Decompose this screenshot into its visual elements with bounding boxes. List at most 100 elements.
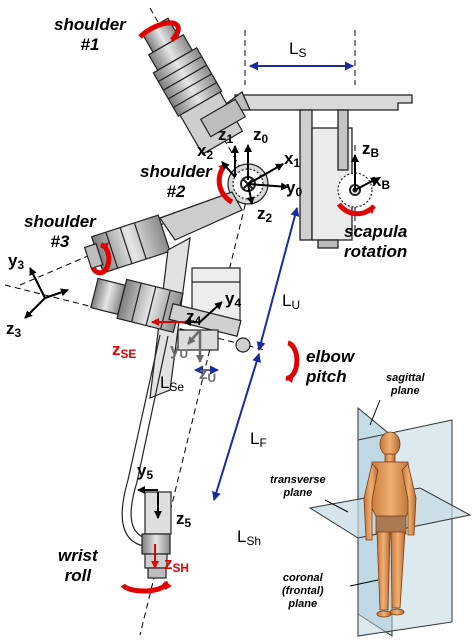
axis-zU-letter: z [199,364,208,383]
axis-x2-label: x2 [197,142,213,162]
axis-xB-sub: B [381,177,391,192]
transverse-label-line1: transverse [270,474,326,486]
axis-z2-letter: z [257,204,266,223]
axis-x1-letter: x [284,149,294,168]
axis-zB-sub: B [370,145,380,160]
sagittal-leader [369,399,381,426]
axis-y4-sub: 4 [234,295,242,310]
axis-yU-label: yU [170,341,188,361]
shoulder3-label: shoulder #3 [24,212,96,251]
shoulder2-label-line1: shoulder [140,162,212,181]
axis-x1-label: x1 [284,150,300,170]
dim-LU-letter: L [282,291,292,310]
axis-z2-label: z2 [257,205,272,225]
elbow-pitch-label: elbow pitch [306,347,354,386]
axis-z1-label: z1 [218,126,233,146]
dim-LSe-sub: Se [169,379,185,394]
dim-LF-letter: L [250,429,260,448]
shoulder2-label: shoulder #2 [140,162,212,201]
axis-y0-sub: 0 [295,184,303,199]
wrist-label-line2: roll [64,565,92,585]
shoulder1-rotation-icon [138,20,181,42]
coronal-plane-label: coronal (frontal) plane [282,572,324,612]
axis-z0-label: z0 [253,126,268,146]
axis-y4-letter: y [225,289,235,308]
axis-y3-label: y3 [8,252,24,272]
axis-zU-label: zU [199,365,216,385]
elbow-label-line1: elbow [306,347,355,366]
axis-zSE-label: zSE [112,341,136,361]
human-figure [363,431,417,618]
dim-LS-sub: S [298,45,307,60]
wrist-roll-label: wrist roll [58,546,98,585]
axis-z5-sub: 5 [184,515,192,530]
axis-zU-sub: U [207,370,217,385]
axis-zSE-letter: z [112,340,121,359]
axis-z0-sub: 0 [261,131,269,146]
dim-LF-label: LF [250,430,267,450]
lf-dimension [212,353,261,501]
axis-zSH-letter: z [164,554,173,573]
shoulder1-label-line2: #1 [80,34,100,54]
dim-LSh-letter: L [237,527,247,546]
axis-z3-sub: 3 [14,325,22,340]
shoulder2-label-line2: #2 [166,181,186,201]
dim-LSh-label: LSh [237,528,261,548]
dim-LU-sub: U [291,297,301,312]
dim-LSe-label: LSe [160,374,184,394]
shoulder3-label-line1: shoulder [24,212,96,231]
axis-yU-letter: y [170,340,180,359]
axis-z3-letter: z [6,319,15,338]
frame-axes [24,144,379,519]
sagittal-label-line1: sagittal [386,372,425,384]
axis-y0-label: y0 [286,179,302,199]
axis-x2-letter: x [197,141,207,160]
coronal-leader [349,579,379,587]
coronal-label-line2: (frontal) [282,585,324,598]
axis-y5-sub: 5 [146,467,154,482]
axis-zSH-sub: SH [172,560,190,575]
elbow-label-line2: pitch [306,366,347,386]
shoulder1-label-line1: shoulder [54,15,126,34]
axis-y3-sub: 3 [17,257,25,272]
axis-z5-letter: z [176,509,185,528]
dim-LU-label: LU [282,292,300,312]
shoulder3-rotation-icon [90,242,112,276]
scapula-rotation-icon [336,202,376,217]
axis-z5-label: z5 [176,510,191,530]
axis-x2-sub: 2 [206,147,214,162]
axis-z2-sub: 2 [265,210,273,225]
axis-z1-sub: 1 [226,131,234,146]
shoulder1-label: shoulder #1 [54,15,126,54]
lu-dimension [256,207,300,351]
elbow-assembly [90,236,251,399]
scapula-label-line1: scapula [344,222,408,241]
scapula-label-line2: rotation [344,241,408,261]
shoulder1-actuator [141,17,247,155]
dim-LS-label: LS [289,40,306,60]
wrist-label-line1: wrist [58,546,98,565]
wrist-rotation-icon [120,580,172,594]
axis-y3-letter: y [8,251,18,270]
axis-xB-label: xB [372,172,390,192]
axis-z1-letter: z [218,125,227,144]
axis-y5-label: y5 [137,462,153,482]
axis-yU-sub: U [179,346,189,361]
axis-zB-letter: z [362,139,371,158]
axis-zSH-label: zSH [164,555,189,575]
sagittal-plane-label: sagittal plane [386,372,425,398]
axis-zSE-sub: SE [120,346,137,361]
axis-z3-label: z3 [6,320,21,340]
elbow-rotation-icon [285,340,300,384]
dim-LSe-letter: L [160,373,170,392]
axis-y0-letter: y [286,178,296,197]
scapula-rotation-label: scapula rotation [344,222,407,261]
axis-z4-label: z4 [186,308,201,328]
axis-y4-label: y4 [225,290,241,310]
body-planes-figure [308,399,472,637]
dim-LS-letter: L [289,39,299,58]
axis-z0-letter: z [253,125,262,144]
coronal-label-line3: plane [288,598,318,611]
axis-y5-letter: y [137,461,147,480]
